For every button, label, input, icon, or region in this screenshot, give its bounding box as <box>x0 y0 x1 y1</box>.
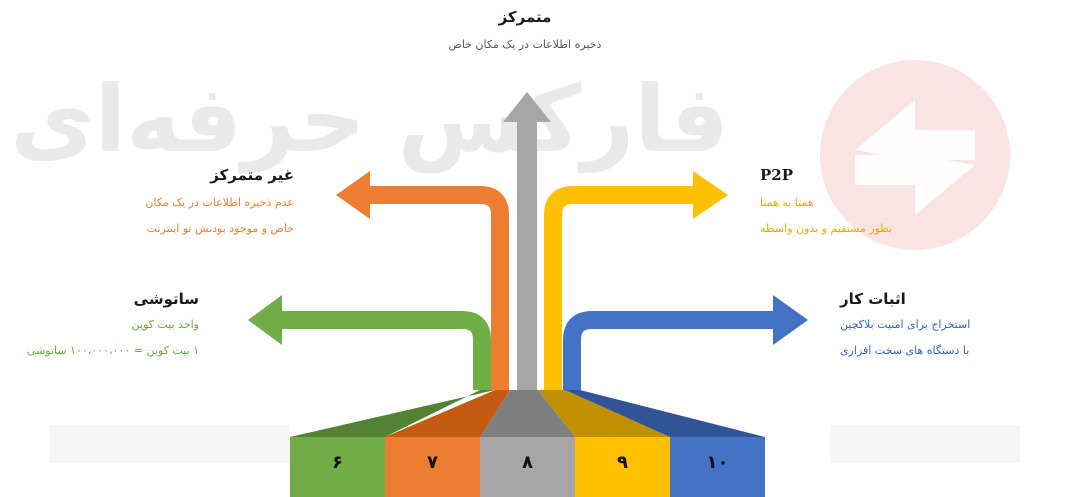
arrow-centralized <box>503 92 551 390</box>
base-top-10 <box>565 390 765 437</box>
centralized-desc-1: ذخیره اطلاعات در یک مکان خاص <box>448 38 602 51</box>
base-number-9: ۹ <box>617 452 628 473</box>
base-number-8: ۸ <box>522 452 533 473</box>
right-band <box>830 425 1020 463</box>
proof-of-work-desc-1: استخراج برای امنیت بلاکچین <box>840 318 971 331</box>
base-top-6 <box>290 390 495 437</box>
arrow-decentralized <box>336 171 509 390</box>
watermark-text: فارکس حرفه‌ای <box>10 66 729 173</box>
satoshi-title: ساتوشی <box>133 290 199 308</box>
base-number-7: ۷ <box>427 452 438 473</box>
base-block-9 <box>575 437 670 497</box>
p2p-desc-1: همتا به همتا <box>760 196 814 209</box>
decentralized-desc-1: عدم ذخیره اطلاعات در یک مکان <box>145 196 294 209</box>
arrow-satoshi <box>248 295 491 390</box>
p2p-title: P2P <box>760 166 793 184</box>
base-block-7 <box>385 437 480 497</box>
proof-of-work-title: اثبات کار <box>840 290 906 308</box>
base-block-8 <box>480 437 575 497</box>
arrow-p2p <box>544 171 728 390</box>
base-number-6: ۶ <box>332 452 343 473</box>
watermark-logo <box>820 60 1010 250</box>
base-top-7 <box>385 390 510 437</box>
arrow-proof-of-work <box>563 295 808 390</box>
centralized-title: متمرکز <box>498 8 552 26</box>
decentralized-desc-2: خاص و موجود بودنش تو اینترنت <box>146 222 294 235</box>
proof-of-work-desc-2: با دستگاه های سخت افزاری <box>840 344 970 357</box>
p2p-desc-2: بطور مستقیم و بدون واسطه <box>760 222 893 235</box>
satoshi-desc-1: واحد بیت کوین <box>131 318 199 331</box>
decentralized-title: غیر متمرکز <box>210 166 294 184</box>
base-top-9 <box>538 390 670 437</box>
base-number-10: ۱۰ <box>706 452 729 473</box>
base-top-8 <box>480 390 575 437</box>
base-block-6 <box>290 437 385 497</box>
satoshi-desc-2: ۱ بیت کوین = ۱۰۰،۰۰۰،۰۰۰ ساتوشی <box>26 344 199 357</box>
left-band <box>50 425 290 463</box>
base-block-10 <box>670 437 765 497</box>
